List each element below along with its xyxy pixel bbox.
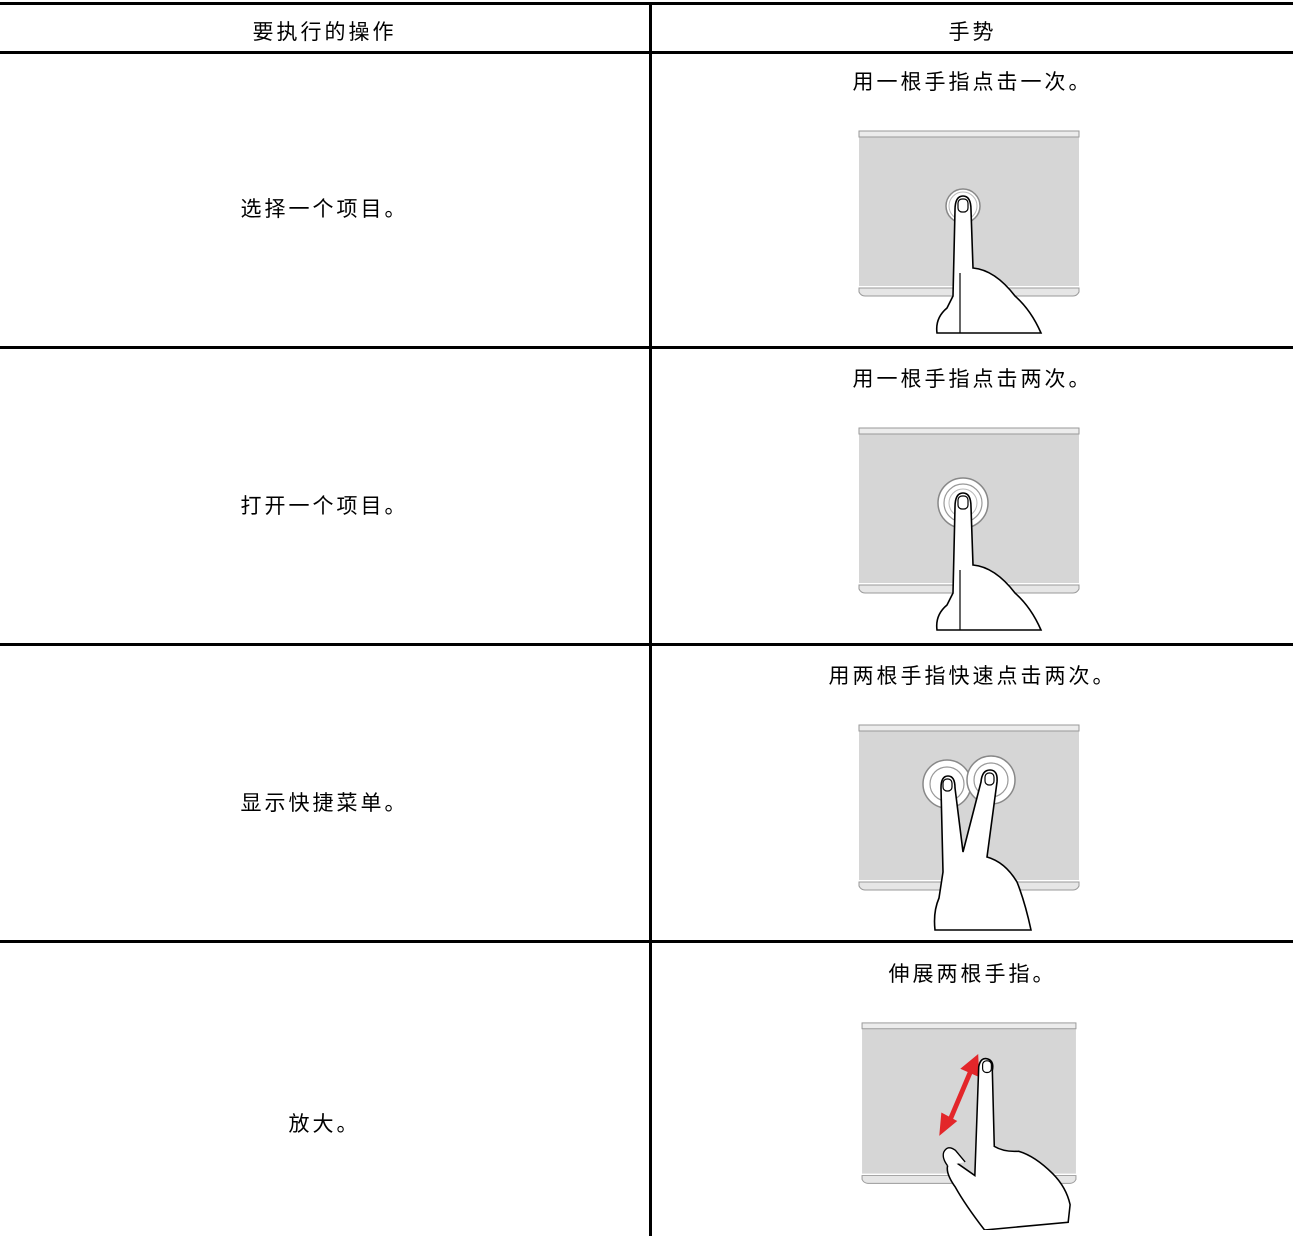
row-gesture-label: 用一根手指点击一次。	[852, 70, 1093, 94]
fingernail	[957, 198, 969, 213]
header-action: 要执行的操作	[252, 20, 397, 44]
two-finger-double-tap-illustration	[858, 724, 1080, 931]
spread-arrow	[939, 1054, 980, 1136]
header-divider	[0, 51, 1293, 54]
header-gesture: 手势	[948, 20, 997, 44]
one-finger-single-tap-illustration	[858, 130, 1080, 334]
row-gesture-label: 用两根手指快速点击两次。	[828, 664, 1117, 688]
thumb	[942, 1147, 966, 1167]
row-divider	[0, 346, 1293, 349]
hand	[935, 492, 1043, 631]
row-divider	[0, 940, 1293, 943]
fingernail	[942, 778, 953, 792]
two-finger-spread-illustration	[861, 1022, 1077, 1230]
row-divider	[0, 643, 1293, 646]
hand	[946, 1057, 1071, 1230]
table-top-border	[0, 2, 1293, 5]
row-action-label: 显示快捷菜单。	[240, 791, 409, 815]
touchpad	[858, 724, 1080, 891]
row-action-label: 选择一个项目。	[240, 197, 409, 221]
row-action-label: 打开一个项目。	[240, 494, 409, 518]
row-gesture-label: 伸展两根手指。	[888, 962, 1057, 986]
fingernail	[984, 772, 995, 786]
row-gesture-label: 用一根手指点击两次。	[852, 367, 1093, 391]
one-finger-double-tap-illustration	[858, 427, 1080, 631]
hand	[935, 195, 1043, 334]
touchpad	[861, 1022, 1077, 1184]
fingernail	[982, 1060, 992, 1074]
row-action-label: 放大。	[288, 1112, 361, 1136]
column-divider	[649, 2, 652, 1236]
hand	[933, 769, 1032, 931]
fingernail	[957, 495, 969, 510]
